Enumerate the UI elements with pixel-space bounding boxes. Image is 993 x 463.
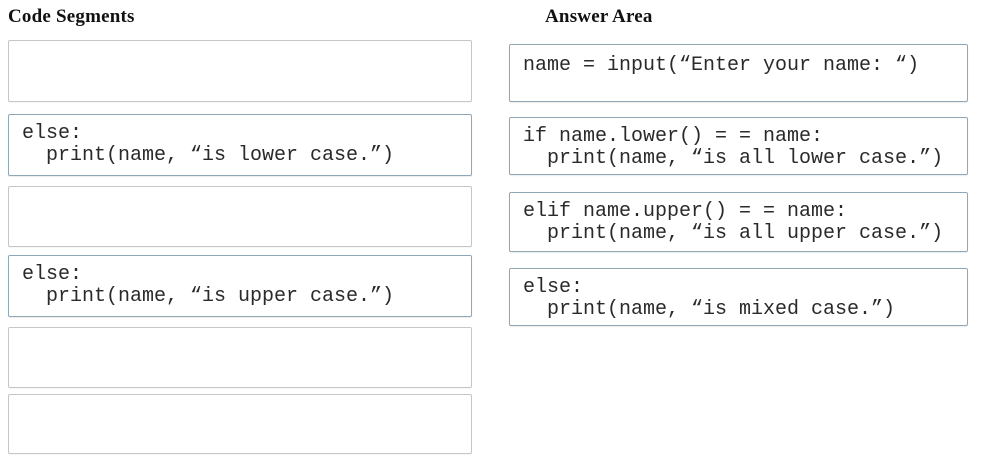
code-segment-slot-3-empty[interactable] xyxy=(8,186,472,247)
code-segment-slot-5-empty[interactable] xyxy=(8,327,472,388)
code-block: else: print(name, “is mixed case.”) xyxy=(510,269,967,321)
code-block: else: print(name, “is upper case.”) xyxy=(9,256,471,308)
code-line: else: xyxy=(22,263,83,286)
code-line: print(name, “is all lower case.”) xyxy=(523,147,944,170)
code-segments-title: Code Segments xyxy=(8,6,135,27)
code-line: print(name, “is lower case.”) xyxy=(22,144,395,167)
code-segment-card-else-upper[interactable]: else: print(name, “is upper case.”) xyxy=(8,255,472,317)
code-line: elif name.upper() = = name: xyxy=(523,200,848,223)
code-segment-card-else-lower[interactable]: else: print(name, “is lower case.”) xyxy=(8,114,472,176)
answer-card-else-mixed[interactable]: else: print(name, “is mixed case.”) xyxy=(509,268,968,326)
code-block: elif name.upper() = = name: print(name, … xyxy=(510,193,967,245)
code-block: name = input(“Enter your name: “) xyxy=(510,45,967,77)
code-line: if name.lower() = = name: xyxy=(523,125,824,148)
code-line: print(name, “is all upper case.”) xyxy=(523,222,944,245)
answer-card-if-lower[interactable]: if name.lower() = = name: print(name, “i… xyxy=(509,117,968,175)
code-line: print(name, “is mixed case.”) xyxy=(523,298,896,321)
code-line: else: xyxy=(523,276,584,299)
code-segment-slot-1-empty[interactable] xyxy=(8,40,472,102)
code-block: else: print(name, “is lower case.”) xyxy=(9,115,471,167)
answer-area-title: Answer Area xyxy=(545,6,653,27)
code-block: if name.lower() = = name: print(name, “i… xyxy=(510,118,967,170)
code-segment-slot-6-empty[interactable] xyxy=(8,394,472,454)
code-line: else: xyxy=(22,122,83,145)
code-line: name = input(“Enter your name: “) xyxy=(523,54,920,77)
answer-card-elif-upper[interactable]: elif name.upper() = = name: print(name, … xyxy=(509,192,968,252)
code-line: print(name, “is upper case.”) xyxy=(22,285,395,308)
answer-card-input[interactable]: name = input(“Enter your name: “) xyxy=(509,44,968,102)
